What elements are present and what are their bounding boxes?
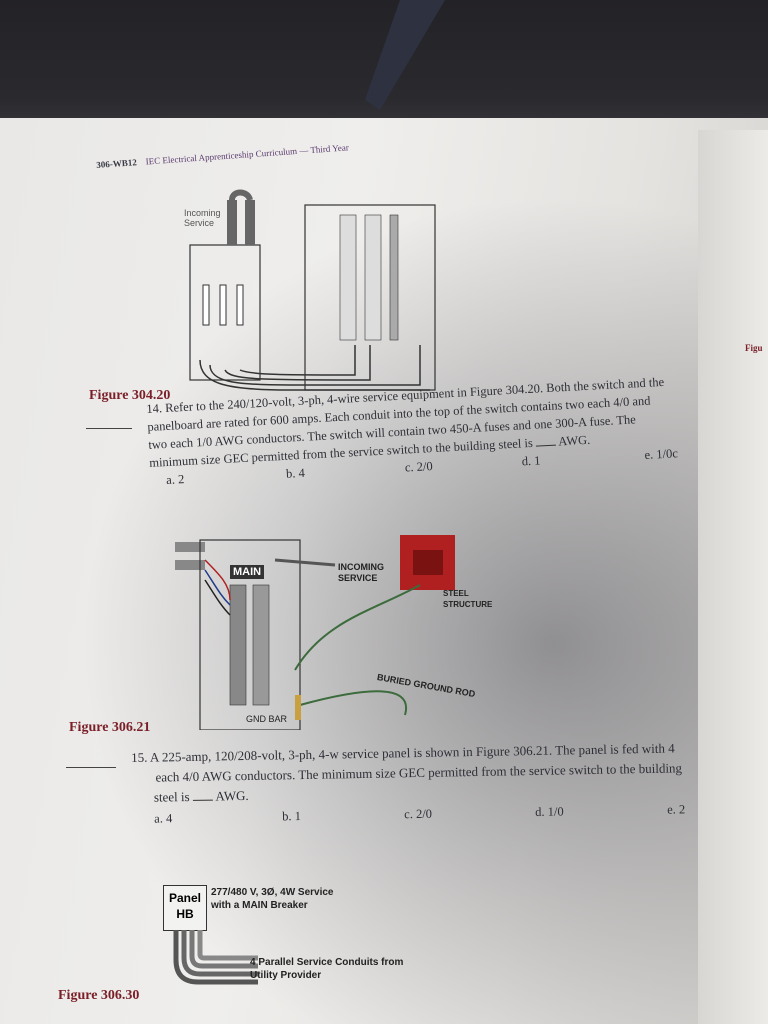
q15-line3a: steel is	[153, 788, 190, 805]
q15-blank[interactable]	[192, 799, 213, 801]
adjacent-page-edge	[698, 130, 768, 1024]
pen-object	[365, 0, 445, 110]
q14-blank[interactable]	[536, 444, 557, 447]
q15-number: 15.	[131, 749, 148, 765]
breakers	[339, 214, 399, 341]
answer-blank-14[interactable]	[86, 428, 132, 429]
breakers	[229, 584, 270, 706]
q14-choice-e[interactable]: e. 1/0c	[644, 446, 679, 462]
q14-choice-c[interactable]: c. 2/0	[404, 459, 433, 475]
question-15: 15. A 225-amp, 120/208-volt, 3-ph, 4-w s…	[131, 737, 762, 830]
q15-choice-d[interactable]: d. 1/0	[535, 804, 564, 819]
parallel-conduits	[173, 930, 258, 985]
fuses	[202, 284, 244, 326]
figure-306-30-label: Figure 306.30	[58, 988, 140, 1003]
answer-blank-15[interactable]	[66, 767, 116, 768]
q14-choice-b[interactable]: b. 4	[285, 465, 306, 481]
figure-304-20-diagram	[189, 189, 436, 391]
q15-choice-a[interactable]: a. 4	[154, 811, 173, 826]
conduits-text: 4 Parallel Service Conduits from Utility…	[250, 957, 404, 981]
q14-number: 14.	[146, 401, 163, 416]
q15-choice-c[interactable]: c. 2/0	[404, 806, 433, 822]
q14-line4b: AWG.	[557, 432, 591, 449]
q15-choice-b[interactable]: b. 1	[282, 809, 302, 824]
incoming-service-label: Incoming Service	[184, 208, 221, 228]
adjacent-page-figure-label: Figu	[745, 343, 763, 353]
figure-306-21-diagram	[175, 535, 455, 730]
gnd-bar-label: GND BAR	[246, 714, 288, 724]
q15-choice-e[interactable]: e. 2	[667, 802, 686, 817]
figure-306-21-label: Figure 306.21	[69, 720, 151, 735]
service-panel-box	[199, 539, 301, 730]
q14-choice-d[interactable]: d. 1	[521, 453, 541, 469]
figure-304-20-label: Figure 304.20	[89, 388, 171, 403]
gec-wire	[294, 584, 421, 671]
q15-line3b: AWG.	[215, 787, 249, 804]
incoming-service-label-2: INCOMING SERVICE	[338, 562, 384, 583]
conduit	[175, 560, 205, 570]
ground-rod-wire	[299, 690, 408, 716]
conduit	[175, 542, 205, 552]
gnd-bar	[295, 695, 301, 720]
main-breaker-label: MAIN	[230, 565, 265, 579]
steel-structure-label: STEEL STRUCTURE	[443, 589, 493, 609]
service-text: 277/480 V, 3Ø, 4W Service with a MAIN Br…	[211, 887, 334, 911]
q14-choice-a[interactable]: a. 2	[165, 472, 185, 488]
panel-hb-box: Panel HB	[163, 885, 207, 931]
